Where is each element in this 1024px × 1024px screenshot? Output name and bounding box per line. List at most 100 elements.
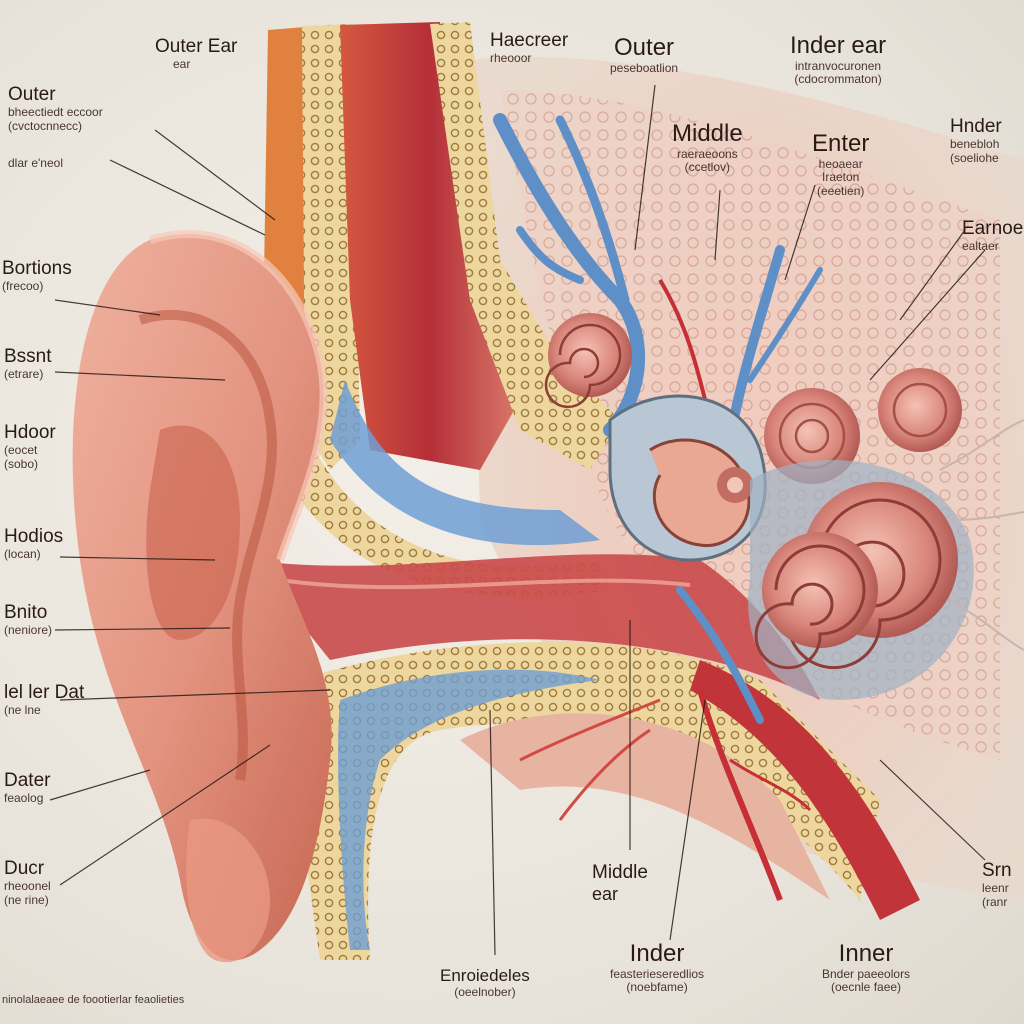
label-left-2: Bortions (frecoo): [2, 258, 72, 294]
label-left-3: Bssnt (etrare): [4, 346, 52, 382]
label-title: Middle: [672, 120, 743, 147]
label-middle-upper: Middle raeraeoons (ccetlov): [672, 120, 743, 175]
nerve-fiber: [949, 511, 1024, 521]
nerve-fiber: [949, 599, 1024, 651]
label-left-9: Ducr rheoonel (ne rine): [4, 858, 51, 907]
label-title: Inner: [838, 940, 894, 967]
label-title: Enter: [812, 130, 870, 157]
label-title: Bortions: [2, 258, 72, 279]
label-left-8: Dater feaolog: [4, 770, 50, 806]
label-title: Inder ear: [790, 32, 887, 59]
label-title: Haecreer: [490, 30, 569, 51]
label-title: Middle: [592, 862, 648, 883]
label-title: Ducr: [4, 858, 45, 879]
label-sub: (oecnle faee): [831, 980, 902, 995]
label-sub: Bnder paeeolors: [822, 966, 911, 981]
label-sub: rheooor: [490, 50, 532, 65]
earlobe: [186, 818, 270, 963]
label-title: Hnder: [950, 116, 1002, 137]
label-title: Outer Ear: [155, 36, 238, 57]
label-sub: (etrare): [4, 366, 44, 381]
label-title: Srn: [982, 860, 1012, 881]
bone-band-middle: [280, 420, 610, 597]
label-left-5: Hodios (locan): [4, 526, 63, 562]
label-sub: feaolog: [4, 790, 44, 805]
red-vessel: [729, 758, 812, 812]
label-sub: (eeetien): [817, 184, 865, 199]
lower-fascia: [338, 669, 600, 950]
label-sub: Iraeton: [822, 170, 860, 185]
label-hnder: Hnder benebloh (soeliohe: [950, 116, 1002, 165]
label-sub: (soeliohe: [950, 150, 999, 165]
label-sub: peseboatlion: [610, 60, 679, 75]
blue-vessel: [676, 586, 764, 724]
label-sub: rheoonel: [4, 878, 51, 893]
footer-caption: ninolalaeaee de foootierlar feaolieties: [2, 994, 185, 1006]
vestibule: [764, 388, 860, 484]
label-sub: heoaear: [818, 156, 863, 171]
helix-rim: [148, 229, 328, 562]
label-title: Earnoe: [962, 218, 1024, 239]
lower-cavity: [460, 713, 830, 900]
leader-lines: [49, 84, 986, 956]
label-sub: intranvocuronen: [795, 58, 882, 73]
label-sub: (ne rine): [4, 892, 49, 907]
label-inder-bottom: Inder feasterieseredlios (noebfame): [610, 940, 704, 995]
label-title: Outer: [8, 84, 56, 105]
antihelix: [138, 310, 278, 781]
label-sub: (noebfame): [626, 980, 688, 995]
label-sub: benebloh: [950, 136, 1000, 151]
label-sub: ealtaer: [962, 238, 999, 253]
fascia-layer: [330, 380, 600, 546]
label-title: Bnito: [4, 602, 48, 623]
muscle-layer: [340, 22, 520, 470]
label-title: Inder: [629, 940, 685, 967]
blue-vessel: [555, 115, 630, 305]
label-sub: (cdocrommaton): [794, 72, 882, 87]
label-sub: ear: [173, 56, 191, 71]
label-title: Outer: [614, 34, 675, 61]
label-sub: (ne lne: [4, 702, 41, 717]
ear-canal-highlight: [279, 578, 691, 590]
red-vessel: [558, 728, 651, 821]
label-sub: (ccetlov): [684, 160, 731, 175]
label-sub: dlar e'neol: [8, 156, 63, 171]
label-enroiedeles: Enroiedeles (oeelnober): [440, 966, 530, 999]
blue-vessel: [516, 226, 584, 284]
ossicle: [649, 438, 751, 548]
label-haecreer: Haecreer rheooor: [490, 30, 568, 66]
blue-vessel: [493, 113, 646, 437]
label-left-4: Hdoor (eocet (sobo): [4, 422, 56, 471]
label-outer-ear-top: Outer Ear ear: [155, 36, 237, 72]
label-title: Dater: [4, 770, 51, 791]
cochlea-lower: [762, 532, 878, 648]
label-outer-left: Outer bheectiedt eccoor (cvctocnnecc) dl…: [8, 84, 103, 171]
label-inder-ear: Inder ear intranvocuronen (cdocrommaton): [790, 32, 886, 87]
lower-muscle: [690, 660, 920, 920]
label-title: Bssnt: [4, 346, 52, 367]
label-sub: (locan): [4, 546, 41, 561]
label-sub: (neniore): [4, 622, 53, 637]
label-inner: Inner Bnder paeeolors (oecnle faee): [822, 940, 910, 995]
label-title: Enroiedeles: [440, 966, 530, 985]
label-sub: (frecoo): [2, 278, 44, 293]
label-sub: raeraeoons: [676, 146, 738, 161]
label-middle-ear: Middle ear: [592, 862, 648, 905]
label-sub: (cvctocnnecc): [8, 118, 83, 133]
label-title: Hodios: [4, 526, 64, 547]
semicircular-canal: [878, 368, 962, 452]
label-title: Hdoor: [4, 422, 56, 443]
label-sub: bheectiedt eccoor: [8, 104, 103, 119]
label-sub: (sobo): [4, 456, 39, 471]
bone-layer-right: [430, 22, 620, 470]
label-title: lel ler Dat: [4, 682, 85, 703]
blue-vessel: [747, 267, 823, 383]
label-sub: (ranr: [982, 894, 1008, 909]
label-sub: (eocet: [4, 442, 38, 457]
lower-bone: [296, 642, 880, 960]
label-left-6: Bnito (neniore): [4, 602, 52, 638]
label-sub: (oeelnober): [454, 984, 516, 999]
label-earnoe: Earnoe ealtaer: [962, 218, 1023, 254]
